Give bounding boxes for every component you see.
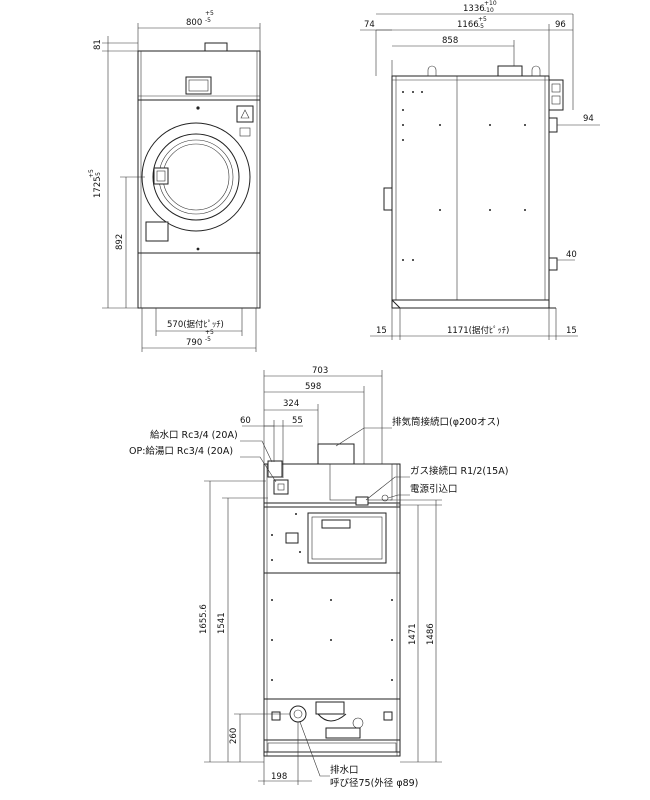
rear-h1541-dim: 1541 [217,612,227,634]
rear-screw-dots [271,513,393,681]
rear-h260-dim: 260 [229,728,239,744]
door-handle-icon [153,167,169,185]
rear-exhaust-icon [317,443,355,465]
rear-h1655-dim: 1655.6 [199,604,209,634]
side-left-offset-dim: 74 [364,20,375,30]
front-bottom-inner-dim: 570(据付ﾋﾟｯﾁ) [167,319,224,330]
side-view: 74 1336 +10 -10 1166 +5 -5 96 858 94 40 … [360,0,600,340]
rear-h1471-dim: 1471 [408,623,418,645]
rear-vent-grille [329,463,393,501]
rear-b198-dim: 198 [271,772,287,782]
svg-text:-5: -5 [205,336,211,343]
control-display [185,76,212,95]
side-top-part-dim: 858 [442,36,458,46]
side-inner-dim: 1166 [457,20,479,30]
gas-inlet-icon [355,496,369,506]
side-body [391,75,550,309]
svg-text:-5: -5 [95,172,102,178]
svg-text:+10: +10 [484,0,497,7]
side-overall-dim: 1336 [463,4,485,14]
side-right-low-dim: 40 [566,250,577,260]
label-water-supply: 給水口 Rc3/4 (20A) [150,429,238,441]
label-exhaust: 排気筒接続口(φ200オス) [392,416,500,428]
svg-text:+5: +5 [88,169,95,178]
svg-text:+5: +5 [205,329,214,336]
water-inlet-icon [267,460,283,478]
front-door-height-dim: 892 [115,234,125,250]
rear-w598-dim: 598 [305,382,321,392]
front-height-dim: 1725 [93,176,103,198]
front-screw-icon [196,106,200,110]
front-top-vent [204,42,228,52]
rear-view: 703 598 324 60 55 1655.6 1541 260 1471 1… [129,366,508,789]
side-pipe-fitting-icon [548,79,564,111]
side-exhaust-icon [497,65,523,77]
rear-terminal-icon [285,532,299,544]
rear-h1486-dim: 1486 [426,623,436,645]
rear-w55-dim: 55 [292,416,303,426]
door-ring [152,133,240,221]
label-gas: ガス接続口 R1/2(15A) [410,465,508,477]
label-drain-size: 呼び径75(外径 φ89) [330,777,418,789]
lint-filter-panel [145,221,169,242]
rear-w324-dim: 324 [283,399,299,409]
rear-w60-dim: 60 [240,416,251,426]
side-right-side-dim: 94 [583,114,594,124]
svg-text:+5: +5 [478,16,487,23]
side-bottom-left-dim: 15 [376,326,387,336]
label-hot-water: OP:給湯口 Rc3/4 (20A) [129,445,233,457]
label-power: 電源引込口 [410,484,458,495]
side-handle-icon [383,187,393,211]
front-view: 800 +5 -5 81 1725 +5 -5 892 570(据付ﾋﾟｯﾁ) … [88,10,261,352]
svg-text:+5: +5 [205,10,214,17]
svg-text:-5: -5 [478,23,484,30]
side-bottom-mid-dim: 1171(据付ﾋﾟｯﾁ) [447,325,509,336]
svg-text:-5: -5 [205,17,211,24]
drain-assembly [271,701,393,739]
hot-water-inlet-icon [273,479,289,495]
warning-label-icon [236,105,254,123]
side-right-offset-dim: 96 [555,20,566,30]
front-top-offset-dim: 81 [93,39,103,50]
side-bottom-right-dim: 15 [566,326,577,336]
label-drain: 排水口 [330,764,359,776]
rear-w703-dim: 703 [312,366,328,376]
side-screw-dots [402,91,526,261]
door-glass [158,139,234,215]
front-bottom-outer-dim: 790 [186,338,202,348]
svg-text:-10: -10 [484,7,494,14]
front-width-dim: 800 [186,18,202,28]
